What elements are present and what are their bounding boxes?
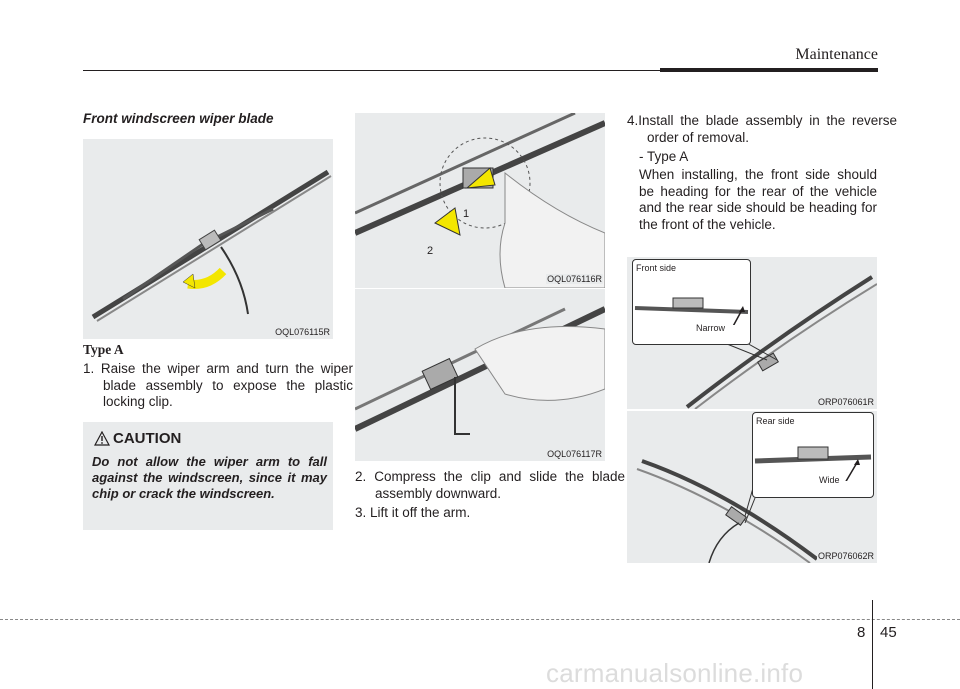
callout-rear-side <box>752 412 874 498</box>
section-title: Front windscreen wiper blade <box>83 111 274 126</box>
step-marker-1: 1 <box>463 208 470 220</box>
caution-box: CAUTION Do not allow the wiper arm to fa… <box>83 422 333 530</box>
figure-code: OQL076116R <box>546 274 603 284</box>
figure-compress-clip: 1 2 OQL076116R <box>355 113 605 288</box>
wiper-front-illustration <box>685 275 877 409</box>
pointer-label-narrow: Narrow <box>696 323 726 333</box>
step-1: 1. Raise the wiper arm and turn the wipe… <box>83 361 353 409</box>
footer-divider <box>872 600 873 689</box>
callout-title-front: Front side <box>636 263 677 273</box>
front-blade-detail <box>634 297 749 325</box>
rear-blade-detail <box>754 446 872 481</box>
wiper-rear-illustration <box>636 459 819 563</box>
figure-rear-side: Rear side Wide ORP076062R <box>627 411 877 563</box>
caution-title: CAUTION <box>113 430 182 447</box>
watermark: carmanualsonline.info <box>546 658 804 688</box>
figure-slide-blade: OQL076117R <box>355 289 605 461</box>
figure-front-side: Front side Narrow ORP076061R <box>627 257 877 409</box>
warning-triangle-icon <box>94 431 110 446</box>
footer-rule <box>0 619 960 621</box>
step-3: 3. Lift it off the arm. <box>355 505 471 520</box>
header-rule-accent <box>660 68 878 72</box>
chapter-number: 8 <box>857 624 866 641</box>
step-4: 4.Install the blade assembly in the reve… <box>627 113 897 145</box>
page-number: 45 <box>880 624 897 641</box>
wiper-clip-illustration <box>355 113 605 288</box>
chapter-header: Maintenance <box>795 46 878 63</box>
step-4-type: - Type A <box>639 149 689 164</box>
type-a-label: Type A <box>83 342 124 357</box>
wiper-blade-illustration <box>91 169 332 322</box>
callout-title-rear: Rear side <box>756 416 795 426</box>
figure-code: OQL076115R <box>274 327 331 337</box>
figure-wiper-raise: OQL076115R <box>83 139 333 339</box>
callout-front-side <box>632 259 751 345</box>
header-rule <box>83 70 878 71</box>
figure-code: OQL076117R <box>546 449 603 459</box>
wiper-slide-illustration <box>355 306 605 435</box>
figure-code: ORP076062R <box>816 551 875 561</box>
step-4-note: When installing, the front side should b… <box>639 167 877 232</box>
caution-text: Do not allow the wiper arm to fall again… <box>92 454 327 501</box>
step-marker-2: 2 <box>427 245 434 257</box>
pointer-label-wide: Wide <box>819 475 840 485</box>
step-2: 2. Compress the clip and slide the blade… <box>355 469 625 501</box>
figure-code: ORP076061R <box>816 397 875 407</box>
